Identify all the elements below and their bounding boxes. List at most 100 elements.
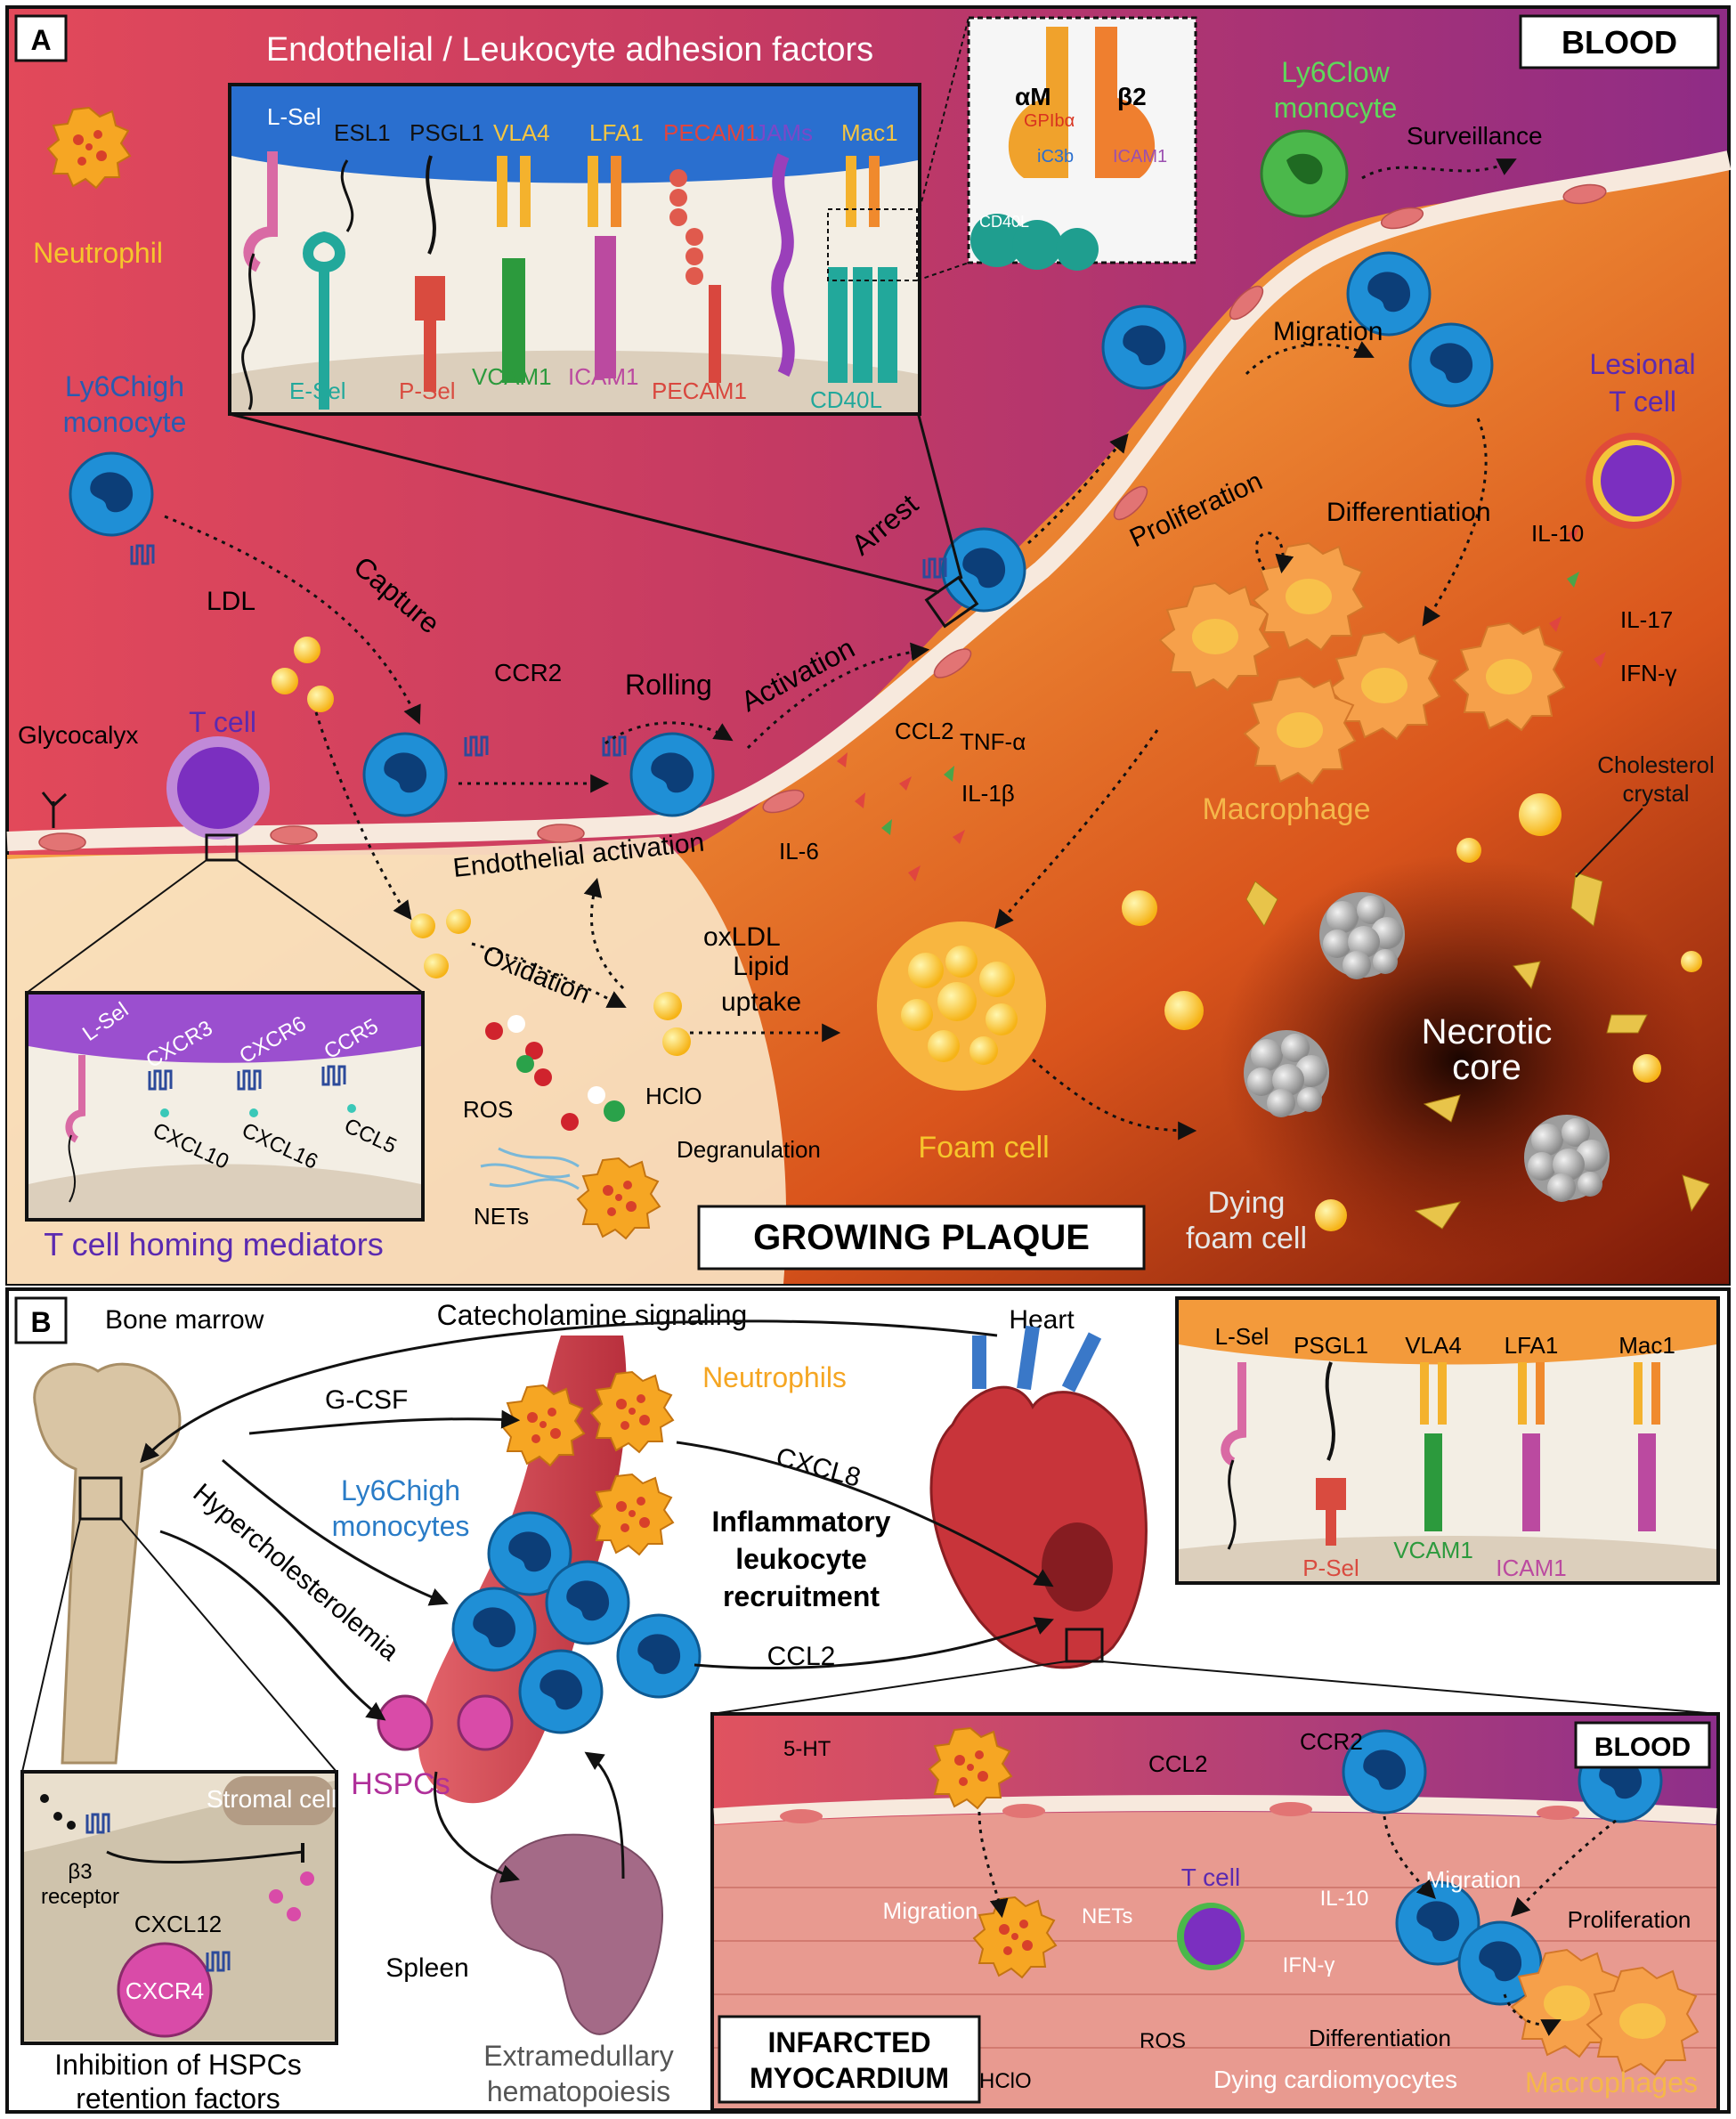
vessel-monocyte-icon-2 — [545, 1560, 630, 1645]
hspc-icon-1 — [377, 1694, 434, 1751]
adh-psgl1: PSGL1 — [410, 119, 484, 146]
myo-il10: IL-10 — [1320, 1887, 1369, 1911]
myo-differentiation: Differentiation — [1309, 2025, 1451, 2051]
myo-migration-right: Migration — [1426, 1866, 1521, 1893]
vessel-monocyte-icon-5 — [616, 1613, 702, 1699]
adh-b-psel: P-Sel — [1302, 1555, 1359, 1581]
adhesion-inset-b: L-Sel PSGL1 VLA4 LFA1 Mac1 P-Sel VCAM1 I… — [1175, 1296, 1720, 1585]
myo-ros: ROS — [1140, 2029, 1186, 2053]
b3-label-1: β3 — [68, 1860, 92, 1884]
adh-b-icam1: ICAM1 — [1496, 1555, 1566, 1581]
bone-marrow-label: Bone marrow — [105, 1305, 264, 1335]
gcsf-label: G-CSF — [325, 1385, 408, 1415]
necrotic-core-label-2: core — [1452, 1048, 1521, 1087]
ly6c-low-label-1: Ly6Clow — [1281, 56, 1390, 88]
zoom-inset: αM β2 GPIbα iC3b ICAM1 CD40L — [916, 16, 1197, 281]
zoom-gp: GPIbα — [1024, 111, 1075, 131]
adh-b-psgl1: PSGL1 — [1294, 1332, 1368, 1359]
neutrophils-label: Neutrophils — [702, 1361, 847, 1393]
inhibition-label-1: Inhibition of HSPCs — [54, 2049, 301, 2081]
panel-b-letter: B — [30, 1306, 51, 1338]
inflam-label-1: Inflammatory — [712, 1506, 891, 1538]
monocyte-arrest-icon — [941, 527, 1026, 613]
mol-hclo: HClO — [645, 1083, 702, 1109]
mol-glycocalyx: Glycocalyx — [18, 721, 138, 749]
adh-b-mac1: Mac1 — [1618, 1332, 1675, 1359]
myo-hclo: HClO — [979, 2069, 1032, 2093]
myo-5ht: 5-HT — [783, 1737, 831, 1761]
lesional-t-label-2: T cell — [1609, 386, 1676, 418]
vessel-monocyte-icon-3 — [451, 1587, 537, 1672]
cholesterol-label-2: crystal — [1622, 780, 1689, 807]
bone-icon — [33, 1362, 182, 1765]
myocardium-inset: BLOOD 5-HT CCL2 CCR2 Migration Migration… — [710, 1712, 1720, 2112]
extramedullary-label-2: hematopoiesis — [487, 2075, 670, 2107]
myo-blood-label: BLOOD — [1594, 1733, 1691, 1762]
hspc-inset-icon — [117, 1942, 213, 2038]
mol-ros: ROS — [463, 1096, 513, 1123]
adhesion-inset: L-Sel ESL1 PSGL1 VLA4 LFA1 PECAM1 JAMs M… — [228, 83, 921, 416]
myo-ifng: IFN-γ — [1283, 1953, 1335, 1977]
cxcl12-label: CXCL12 — [134, 1911, 222, 1937]
panel-a-letter: A — [30, 24, 51, 56]
myo-migration-left: Migration — [883, 1897, 978, 1924]
step-differentiation: Differentiation — [1326, 498, 1491, 527]
adh-esel: E-Sel — [289, 378, 346, 404]
zoom-icam1: ICAM1 — [1113, 147, 1167, 166]
step-migration: Migration — [1273, 317, 1383, 346]
myo-ccr2: CCR2 — [1300, 1728, 1363, 1755]
inflam-label-3: recruitment — [723, 1580, 880, 1612]
mol-il17: IL-17 — [1620, 606, 1673, 633]
extramedullary-label-1: Extramedullary — [483, 2040, 673, 2072]
lesional-t-label-1: Lesional — [1589, 348, 1695, 380]
adh-vla4: VLA4 — [493, 119, 550, 146]
glycocalyx-icon — [41, 792, 68, 828]
step-lipid-2: uptake — [721, 987, 801, 1017]
nets-icon — [480, 1147, 580, 1190]
ly6c-high-label-2: monocyte — [63, 406, 187, 438]
neutrophil-label: Neutrophil — [33, 237, 163, 269]
monocyte-capture-icon — [362, 732, 448, 817]
adh-jams: JAMs — [755, 119, 813, 146]
myo-nets: NETs — [1082, 1904, 1132, 1928]
adh-b-vcam1: VCAM1 — [1393, 1537, 1473, 1563]
stromal-label: Stromal cell — [207, 1785, 337, 1813]
myo-ccl2: CCL2 — [1148, 1750, 1207, 1777]
adh-lsel: L-Sel — [267, 103, 321, 130]
t-cell-label: T cell — [189, 706, 256, 738]
spleen-label: Spleen — [385, 1953, 468, 1983]
adh-mac1: Mac1 — [841, 119, 898, 146]
zoom-am: αM — [1015, 83, 1051, 110]
adh-esl1: ESL1 — [334, 119, 391, 146]
adh-b-lfa1: LFA1 — [1505, 1332, 1559, 1359]
ly6c-monocytes-label-2: monocytes — [332, 1510, 470, 1542]
infarcted-label-2: MYOCARDIUM — [750, 2062, 949, 2094]
adh-lfa1: LFA1 — [589, 119, 644, 146]
mol-ccr2: CCR2 — [494, 659, 562, 686]
ly6c-monocytes-label-1: Ly6Chigh — [341, 1474, 460, 1506]
step-degranulation: Degranulation — [677, 1136, 821, 1163]
vessel-monocyte-icon-4 — [518, 1649, 604, 1734]
zoom-ic3b: iC3b — [1037, 147, 1074, 166]
heart-label: Heart — [1009, 1305, 1075, 1335]
zoom-b2: β2 — [1117, 83, 1147, 110]
growing-plaque-label: GROWING PLAQUE — [753, 1218, 1090, 1257]
foam-cell-label: Foam cell — [918, 1131, 1049, 1165]
ly6c-high-monocyte-icon — [69, 451, 154, 537]
mol-oxldl: oxLDL — [703, 922, 781, 952]
myo-macrophages: Macrophages — [1525, 2066, 1698, 2099]
endothelial-nuclei — [38, 183, 1607, 852]
mol-il6: IL-6 — [779, 838, 819, 865]
cholesterol-label-1: Cholesterol — [1597, 751, 1715, 778]
adh-b-vla4: VLA4 — [1405, 1332, 1462, 1359]
step-surveillance: Surveillance — [1407, 122, 1543, 150]
mol-ccl2: CCL2 — [895, 718, 953, 744]
mol-tnfa: TNF-α — [960, 728, 1026, 755]
hspc-icon-2 — [457, 1694, 514, 1751]
dying-foam-label-2: foam cell — [1186, 1222, 1307, 1255]
myo-t-cell: T cell — [1181, 1863, 1240, 1891]
spleen-icon — [491, 1833, 663, 2035]
cxcr4-label: CXCR4 — [126, 1977, 204, 2004]
mol-nets: NETs — [474, 1203, 529, 1230]
